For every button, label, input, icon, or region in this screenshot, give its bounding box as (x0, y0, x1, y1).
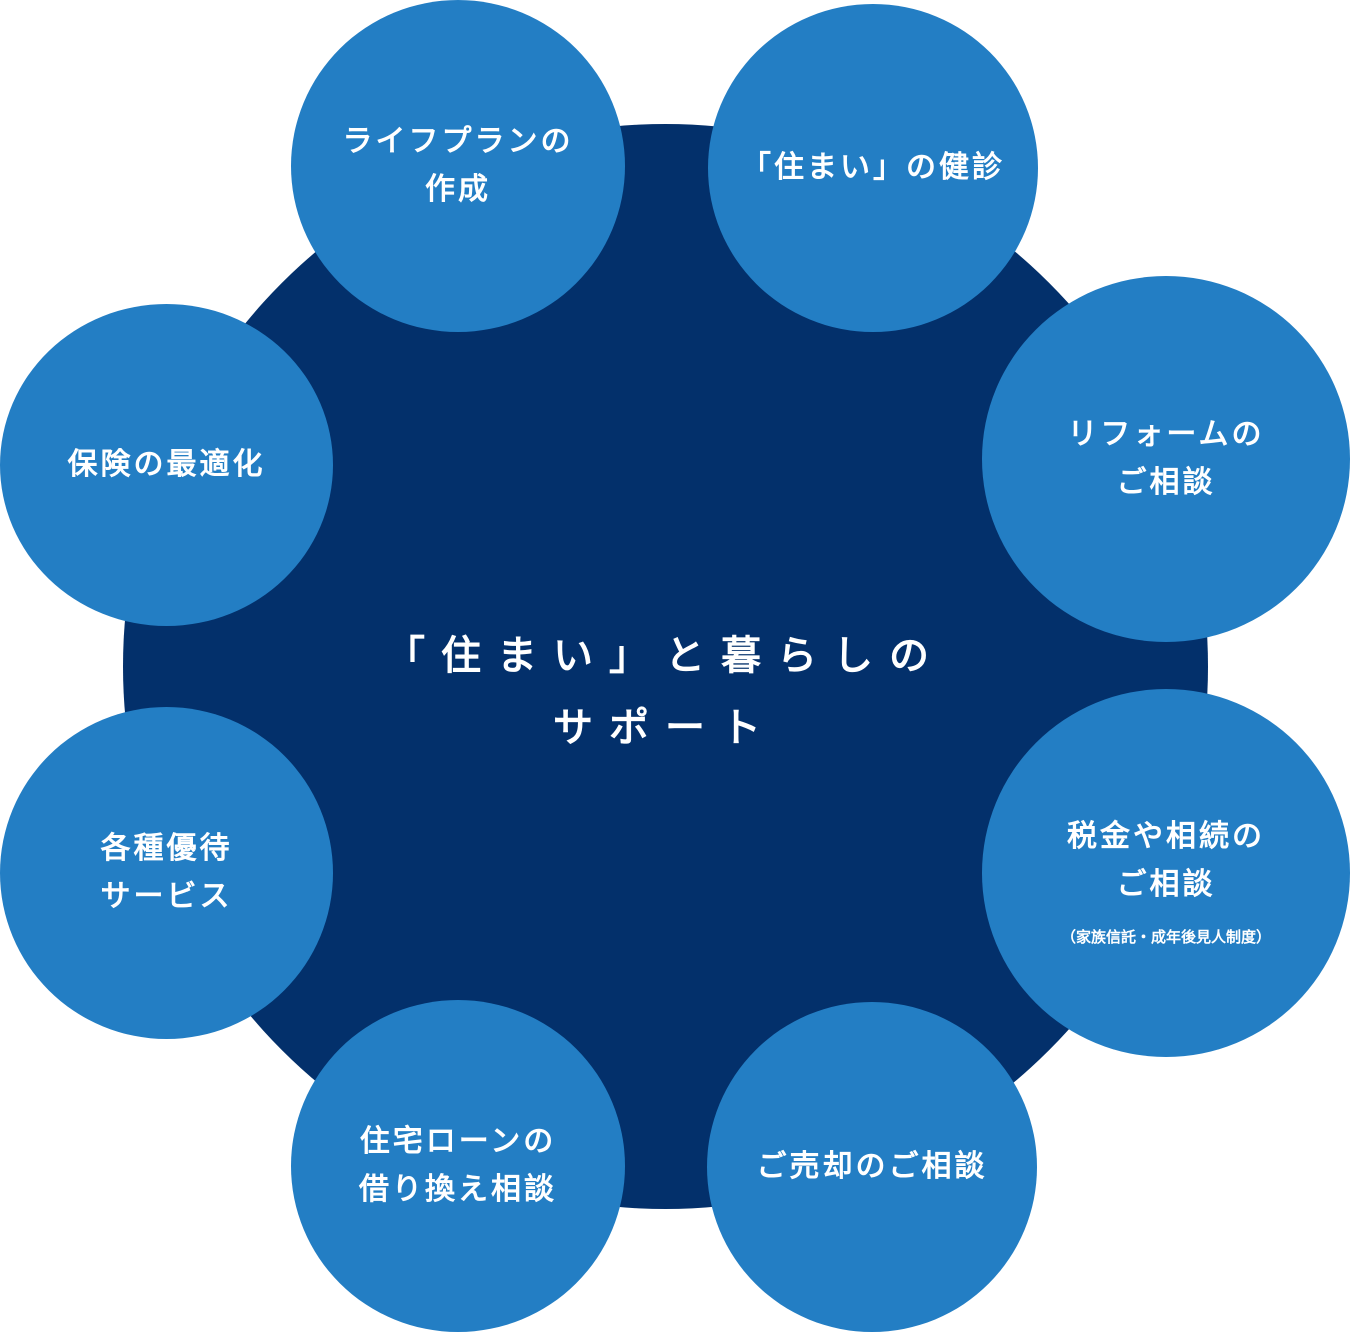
node-reform-line2: ご相談 (1116, 465, 1216, 500)
node-tax-inheritance-line2: ご相談 (1116, 867, 1216, 902)
node-housing-checkup-line1: 「住まい」の健診 (741, 150, 1005, 185)
node-refinance: 住宅ローンの 借り換え相談 (291, 1000, 625, 1332)
center-circle (123, 124, 1208, 1209)
node-sale: ご売却のご相談 (707, 1002, 1037, 1332)
node-benefits: 各種優待 サービス (0, 707, 333, 1039)
center-title: 「住まい」と暮らしの サポート (340, 620, 990, 764)
node-refinance-line2: 借り換え相談 (359, 1172, 557, 1207)
node-sale-line1: ご売却のご相談 (756, 1149, 988, 1184)
node-tax-inheritance: 税金や相続の ご相談 （家族信託・成年後見人制度） (982, 689, 1350, 1057)
node-reform: リフォームの ご相談 (982, 276, 1350, 642)
node-life-plan-line1: ライフプランの (342, 124, 574, 159)
center-title-line1: 「住まい」と暮らしの (385, 633, 945, 679)
node-tax-inheritance-line1: 税金や相続の (1067, 819, 1265, 854)
node-reform-line1: リフォームの (1067, 417, 1265, 452)
node-benefits-line1: 各種優待 (100, 831, 233, 866)
node-insurance: 保険の最適化 (0, 304, 333, 626)
center-title-line2: サポート (553, 705, 777, 751)
node-insurance-line1: 保険の最適化 (67, 447, 266, 482)
node-life-plan-line2: 作成 (425, 172, 491, 207)
node-life-plan: ライフプランの 作成 (291, 0, 625, 332)
node-housing-checkup: 「住まい」の健診 (708, 4, 1038, 332)
node-benefits-line2: サービス (100, 879, 233, 914)
node-refinance-line1: 住宅ローンの (359, 1124, 557, 1159)
node-tax-inheritance-note: （家族信託・成年後見人制度） (1060, 928, 1271, 946)
